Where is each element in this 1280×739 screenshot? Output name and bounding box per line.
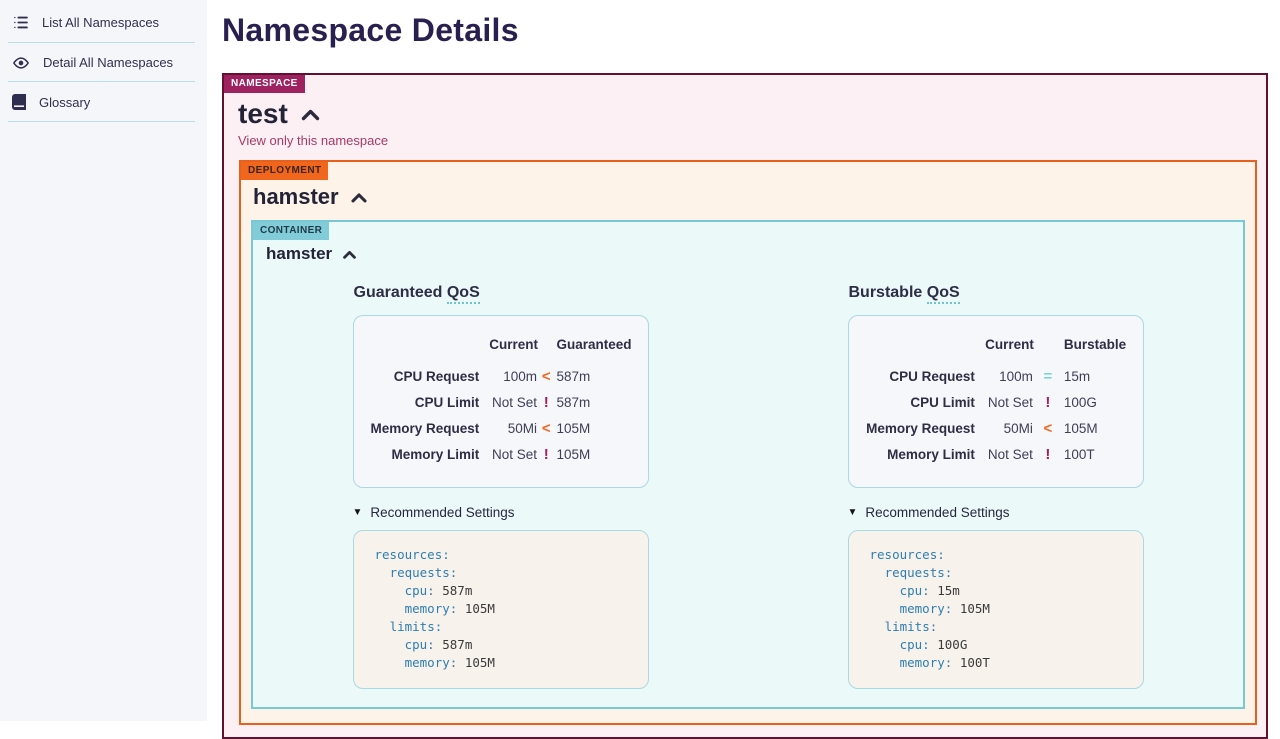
page-title: Namespace Details [222, 12, 519, 48]
recommended-code-card: resources: requests: cpu: 15m memory: 10… [847, 530, 1144, 689]
warning-icon: ! [543, 394, 549, 411]
recommended-settings-details: ▼ Recommended Settings resources: reques… [352, 505, 649, 689]
qos-row: CPU Limit Not Set! 587m [370, 393, 632, 412]
qos-target-value: 105M [1063, 421, 1098, 436]
view-only-namespace-link[interactable]: View only this namespace [238, 133, 389, 148]
less-than-icon: < [1043, 420, 1053, 437]
qos-col-target: Guaranteed [556, 337, 632, 352]
recommended-code-card: resources: requests: cpu: 587m memory: 1… [352, 530, 649, 689]
recommended-yaml: resources: requests: cpu: 15m memory: 10… [869, 547, 990, 670]
sidebar-divider [8, 81, 195, 82]
namespace-badge: NAMESPACE [224, 75, 305, 93]
chevron-up-icon[interactable] [350, 191, 368, 204]
namespace-box: NAMESPACE test View only this namespace … [222, 73, 1268, 739]
container-badge: CONTAINER [253, 222, 330, 240]
qos-current-value: 100m [503, 369, 538, 384]
qos-row: CPU Request 100m<587m [370, 367, 632, 386]
sidebar-item-label: List All Namespaces [42, 15, 160, 30]
equal-icon: = [1043, 368, 1053, 385]
chevron-up-icon[interactable] [300, 107, 321, 122]
recommended-settings-toggle[interactable]: ▼ Recommended Settings [848, 505, 1144, 520]
qos-row-label: Memory Limit [887, 447, 975, 462]
qos-current-value: Not Set [492, 447, 538, 462]
warning-icon: ! [543, 446, 549, 463]
qos-current-value: 50Mi [1003, 421, 1033, 436]
recommended-settings-details: ▼ Recommended Settings resources: reques… [847, 505, 1144, 689]
chevron-up-icon[interactable] [342, 249, 357, 260]
qos-target-value: 587m [556, 395, 591, 410]
qos-current-value: 50Mi [507, 421, 538, 436]
qos-target-value: 105M [556, 447, 591, 462]
qos-target-value: 587m [556, 369, 591, 384]
qos-term: QoS [446, 284, 480, 304]
qos-title-prefix: Guaranteed [353, 284, 447, 301]
qos-row: Memory Request 50Mi<105M [370, 419, 632, 438]
eye-icon [12, 56, 30, 70]
qos-row: Memory Limit Not Set! 105M [370, 445, 632, 464]
qos-row-label: CPU Limit [414, 395, 480, 410]
qos-target-value: 15m [1063, 369, 1091, 384]
qos-header-row: Current Guaranteed [370, 335, 632, 360]
book-icon [12, 94, 26, 110]
qos-header-row: Current Burstable [865, 335, 1127, 360]
qos-row: CPU Limit Not Set! 100G [865, 393, 1127, 412]
qos-row-label: CPU Request [889, 369, 975, 384]
deployment-box: DEPLOYMENT hamster CONTAINER hamster [239, 160, 1257, 725]
warning-icon: ! [1045, 446, 1051, 463]
qos-current-value: Not Set [987, 447, 1033, 462]
deployment-name: hamster [253, 184, 339, 209]
less-than-icon: < [541, 368, 551, 385]
triangle-down-icon: ▼ [352, 506, 363, 518]
recommended-settings-label: Recommended Settings [865, 505, 1010, 520]
qos-col-target: Burstable [1063, 337, 1127, 352]
sidebar-item-detail-all-namespaces[interactable]: Detail All Namespaces [0, 43, 207, 81]
qos-columns: Guaranteed QoS Current Guaranteed CPU Re… [253, 276, 1243, 689]
container-name: hamster [266, 244, 333, 263]
qos-term: QoS [926, 284, 960, 304]
qos-panel-title: Guaranteed QoS [353, 284, 649, 304]
qos-row-label: Memory Request [370, 421, 480, 436]
sidebar-item-label: Glossary [39, 94, 91, 110]
qos-row-label: CPU Request [393, 369, 480, 384]
sidebar-divider [8, 121, 195, 122]
main-content: Namespace Details NAMESPACE test View on… [207, 0, 1280, 739]
container-box: CONTAINER hamster Guaranteed QoS [251, 220, 1245, 709]
sidebar-item-list-all-namespaces[interactable]: List All Namespaces [0, 2, 207, 42]
list-icon [12, 14, 29, 31]
sidebar: List All Namespaces Detail All Namespace… [0, 0, 207, 721]
qos-current-value: 100m [999, 369, 1033, 384]
qos-row-label: CPU Limit [910, 395, 975, 410]
recommended-settings-toggle[interactable]: ▼ Recommended Settings [353, 505, 649, 520]
qos-target-value: 105M [556, 421, 591, 436]
namespace-name: test [238, 98, 288, 129]
qos-row-label: Memory Request [866, 421, 975, 436]
qos-panel-title: Burstable QoS [848, 284, 1144, 304]
sidebar-item-glossary[interactable]: Glossary [0, 82, 207, 121]
qos-column: Burstable QoS Current Burstable CPU Requ… [748, 276, 1243, 689]
warning-icon: ! [1045, 394, 1051, 411]
qos-row-label: Memory Limit [391, 447, 480, 462]
qos-row: Memory Limit Not Set! 100T [865, 445, 1127, 464]
qos-column: Guaranteed QoS Current Guaranteed CPU Re… [253, 276, 748, 689]
qos-target-value: 100G [1063, 395, 1097, 410]
sidebar-divider [8, 42, 195, 43]
recommended-settings-label: Recommended Settings [370, 505, 515, 520]
triangle-down-icon: ▼ [847, 506, 858, 518]
less-than-icon: < [541, 420, 551, 437]
qos-col-current: Current [985, 337, 1034, 352]
qos-target-value: 100T [1063, 447, 1095, 462]
qos-current-value: Not Set [987, 395, 1033, 410]
deployment-badge: DEPLOYMENT [241, 162, 329, 180]
sidebar-item-label: Detail All Namespaces [43, 55, 174, 70]
qos-current-value: Not Set [492, 395, 538, 410]
qos-title-prefix: Burstable [848, 284, 927, 301]
recommended-yaml: resources: requests: cpu: 587m memory: 1… [374, 547, 495, 670]
qos-row: Memory Request 50Mi <105M [865, 419, 1127, 438]
qos-row: CPU Request 100m = 15m [865, 367, 1127, 386]
qos-col-current: Current [489, 337, 539, 352]
